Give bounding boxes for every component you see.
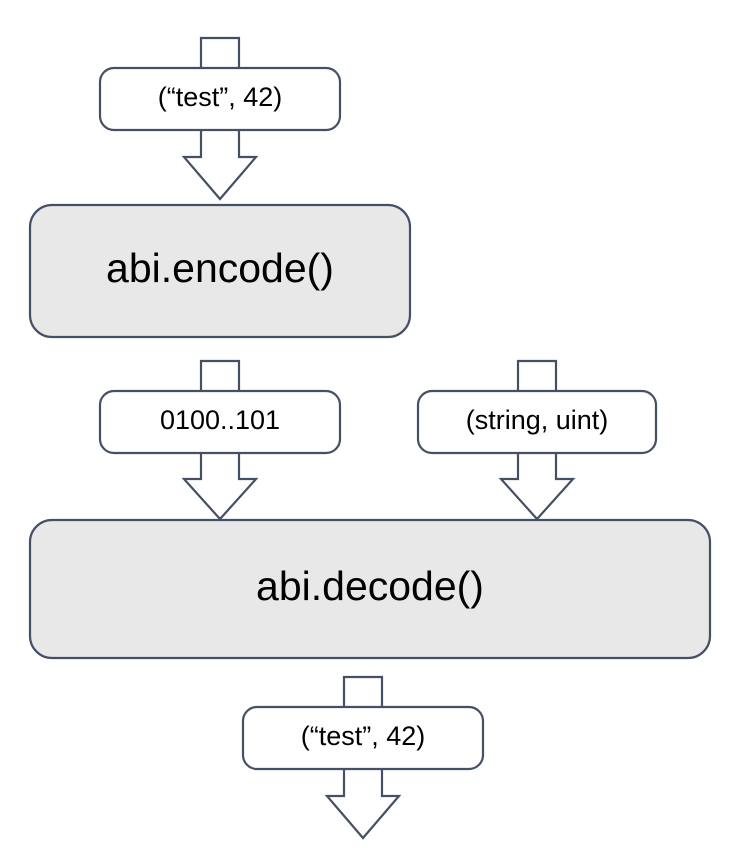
node-abi-decode[interactable]: abi.decode() (28, 518, 712, 660)
node-abi-decode-box (28, 518, 712, 660)
node-output-tuple[interactable]: (“test”, 42) (241, 705, 485, 771)
arrow-input-to-encode-arrow-icon (181, 129, 259, 201)
stub-into-output-tuple-connector (342, 675, 384, 708)
node-abi-decode-label: abi.decode() (256, 563, 484, 609)
node-input-tuple[interactable]: (“test”, 42) (98, 66, 342, 132)
node-abi-encode-label: abi.encode() (106, 245, 334, 291)
node-encoded-bytes-box (98, 389, 342, 455)
node-abi-encode-box (28, 203, 412, 339)
arrow-out-of-output-tuple-arrow-icon (324, 768, 402, 840)
stub-into-encoded-bytes-connector (199, 359, 241, 392)
stub-into-type-tuple-connector (516, 359, 558, 392)
node-encoded-bytes-label: 0100..101 (160, 405, 280, 435)
node-encoded-bytes[interactable]: 0100..101 (98, 389, 342, 455)
node-type-tuple-label: (string, uint) (466, 405, 609, 435)
node-input-tuple-box (98, 66, 342, 132)
node-output-tuple-label: (“test”, 42) (301, 721, 426, 751)
node-type-tuple-box (416, 389, 658, 455)
node-input-tuple-label: (“test”, 42) (158, 82, 283, 112)
nodes-layer: (“test”, 42) abi.encode() 0100..101 (string… (28, 66, 712, 771)
arrow-types-to-decode-arrow-icon (498, 452, 576, 521)
arrow-bytes-to-decode-arrow-icon (181, 452, 259, 521)
node-output-tuple-box (241, 705, 485, 771)
node-abi-encode[interactable]: abi.encode() (28, 203, 412, 339)
stub-into-input-tuple-connector (199, 36, 241, 69)
node-type-tuple[interactable]: (string, uint) (416, 389, 658, 455)
